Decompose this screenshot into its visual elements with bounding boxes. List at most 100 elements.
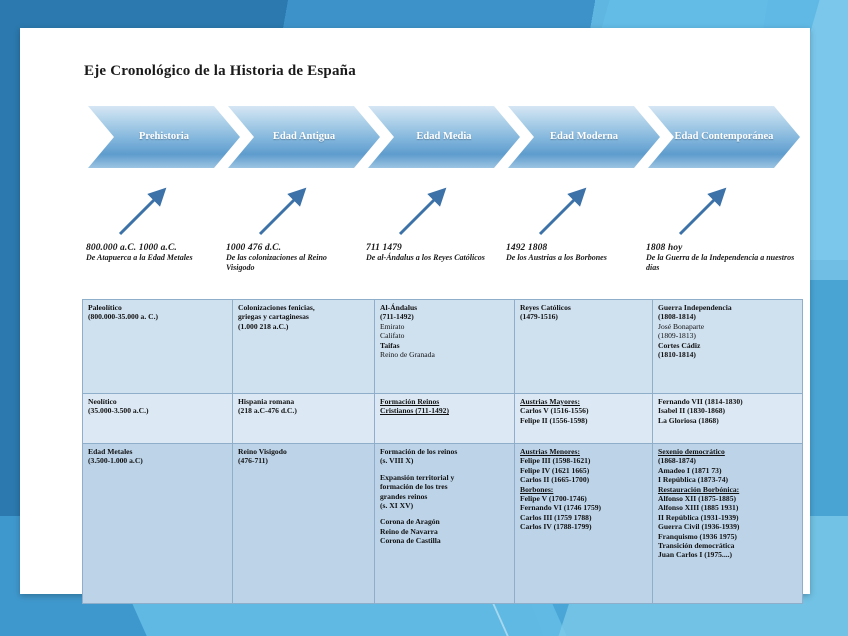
table-cell-line: Reino de Granada [380, 350, 435, 360]
table-cell-line: (218 a.C-476 d.C.) [238, 406, 297, 416]
arrow-up-right-icon-5 [676, 186, 730, 238]
table-cell-line: Reino Visigodo [238, 447, 287, 456]
table-cell-line: grandes reinos [380, 491, 428, 501]
table-cell-line [380, 466, 510, 473]
table-cell-line: (800.000-35.000 a. C.) [88, 312, 159, 322]
arrow-up-right-icon-1 [116, 186, 170, 238]
table-cell-line: (476-711) [238, 456, 268, 466]
table-cell-line: Formación de los reinos [380, 447, 458, 456]
table-cell-line: (1808-1814) [658, 312, 696, 322]
timeline-chevrons: Prehistoria Edad Antigua Edad Media Edad… [88, 106, 788, 168]
table-cell-line: (3.500-1.000 a.C) [88, 456, 143, 466]
chevron-label: Edad Moderna [550, 131, 618, 142]
caption-date: 1808 hoy [646, 243, 683, 253]
arrow-up-right-icon-3 [396, 186, 450, 238]
caption-edad-contemporanea: 1808 hoy De la Guerra de la Independenci… [646, 243, 801, 273]
table-cell-line: Carlos V (1516-1556) [520, 406, 589, 416]
table-cell-line: Neolítico [88, 397, 117, 406]
table-cell: Paleolítico(800.000-35.000 a. C.) [82, 299, 233, 394]
table-cell-line: Corona de Aragón [380, 517, 440, 527]
table-cell-line: Guerra Civil (1936-1939) [658, 522, 740, 532]
table-cell-line: Expansión territorial y [380, 472, 455, 482]
chevron-label: Edad Antigua [272, 131, 336, 142]
table-cell-line: Restauración Borbónica: [658, 484, 740, 494]
table-cell-line: Emirato [380, 321, 405, 331]
table-cell-line: Borbones: [520, 484, 554, 494]
chevron-edad-moderna[interactable]: Edad Moderna [508, 106, 660, 168]
table-cell-line: Felipe IV (1621 1665) [520, 465, 590, 475]
chevron-edad-media[interactable]: Edad Media [368, 106, 520, 168]
table-cell: Reyes Católicos(1479-1516) [514, 299, 653, 394]
table-row: Edad Metales(3.500-1.000 a.C) Reino Visig… [82, 443, 803, 604]
table-cell-line: I República (1873-74) [658, 475, 729, 485]
caption-date: 1492 1808 [506, 243, 548, 253]
table-cell-line: Formación Reinos [380, 397, 440, 406]
table-cell-line: Austrias Menores: [520, 447, 580, 456]
chevron-label: Edad Contemporánea [674, 131, 774, 142]
table-cell-line: Colonizaciones fenicias, [238, 303, 315, 312]
table-cell-line: Carlos III (1759 1788) [520, 512, 592, 522]
table-cell-line: Transición democrática [658, 541, 735, 551]
caption-description: De los Austrias a los Borbones [506, 253, 607, 262]
table-row: Paleolítico(800.000-35.000 a. C.)Coloniz… [82, 299, 803, 394]
chevron-label: Prehistoria [139, 131, 189, 142]
arrow-up-right-icon-4 [536, 186, 590, 238]
table-cell-line: Amadeo I (1871 73) [658, 465, 722, 475]
table-cell: Formación de los reinos(s. VIII X) Expans… [374, 443, 515, 604]
table-cell-line: Carlos IV (1788-1799) [520, 522, 592, 532]
table-cell: Fernando VII (1814-1830)Isabel II (1830-… [652, 393, 803, 444]
table-cell-line: griegas y cartaginesas [238, 312, 309, 322]
table-cell-line: Reyes Católicos [520, 303, 571, 312]
caption-description: De al-Ándalus a los Reyes Católicos [366, 253, 485, 262]
table-cell-line: (s. VIII X) [380, 456, 414, 466]
table-row: Neolítico(35.000-3.500 a.C.) Hispania rom… [82, 393, 803, 444]
table-cell: Colonizaciones fenicias,griegas y cartag… [232, 299, 375, 394]
table-cell-line: (35.000-3.500 a.C.) [88, 406, 149, 416]
table-cell-line: Guerra Independencia [658, 303, 732, 312]
table-cell-line: Fernando VII (1814-1830) [658, 397, 743, 406]
table-cell: Sexenio democrático(1868-1874)Amadeo I (… [652, 443, 803, 604]
caption-date: 800.000 a.C. 1000 a.C. [86, 243, 177, 253]
chevron-edad-contemporanea[interactable]: Edad Contemporánea [648, 106, 800, 168]
chevron-label: Edad Media [416, 131, 472, 142]
table-cell: Guerra Independencia(1808-1814)José Bona… [652, 299, 803, 394]
table-cell-line: Alfonso XIII (1885 1931) [658, 503, 739, 513]
table-cell-line: Carlos II (1665-1700) [520, 475, 590, 485]
history-table: Paleolítico(800.000-35.000 a. C.)Coloniz… [82, 299, 803, 604]
table-cell-line: (1810-1814) [658, 350, 696, 360]
table-cell-line: Felipe V (1700-1746) [520, 494, 587, 504]
caption-description: De Atapuerca a la Edad Metales [86, 253, 193, 262]
table-cell-line: Austrias Mayores: [520, 397, 580, 406]
table-cell: Hispania romana(218 a.C-476 d.C.) [232, 393, 375, 444]
table-cell-line: Hispania romana [238, 397, 295, 406]
table-cell-line: Isabel II (1830-1868) [658, 406, 726, 416]
table-cell-line: Felipe III (1598-1621) [520, 456, 591, 466]
table-cell-line: (1868-1874) [658, 456, 696, 466]
caption-edad-antigua: 1000 476 d.C. De las colonizaciones al R… [226, 243, 346, 273]
table-cell-line: Edad Metales [88, 447, 133, 456]
slide-canvas: Eje Cronológico de la Historia de España… [20, 28, 810, 604]
table-cell-line: (1809-1813) [658, 331, 696, 341]
table-cell-line: formación de los tres [380, 482, 448, 492]
table-cell-line: (s. XI XV) [380, 501, 414, 511]
table-cell-line: Juan Carlos I (1975....) [658, 550, 733, 560]
chevron-prehistoria[interactable]: Prehistoria [88, 106, 240, 168]
chevron-edad-antigua[interactable]: Edad Antigua [228, 106, 380, 168]
arrow-up-right-icon-2 [256, 186, 310, 238]
table-cell-line: Taifas [380, 340, 400, 350]
table-cell-line: Fernando VI (1746 1759) [520, 503, 602, 513]
caption-description: De la Guerra de la Independencia a nuest… [646, 253, 795, 272]
table-cell-line: José Bonaparte [658, 321, 705, 331]
table-cell-line: (1479-1516) [520, 312, 558, 322]
table-cell-line: Felipe II (1556-1598) [520, 415, 588, 425]
table-cell-line: (711-1492) [380, 312, 414, 322]
caption-date: 1000 476 d.C. [226, 243, 282, 253]
table-cell-line: II República (1931-1939) [658, 512, 739, 522]
table-cell-line: Cortes Cádiz [658, 340, 701, 350]
caption-description: De las colonizaciones al Reino Visigodo [226, 253, 327, 272]
table-cell: Reino Visigodo(476-711) [232, 443, 375, 604]
table-cell-line: Alfonso XII (1875-1885) [658, 494, 737, 504]
table-cell-line: Franquismo (1936 1975) [658, 531, 737, 541]
